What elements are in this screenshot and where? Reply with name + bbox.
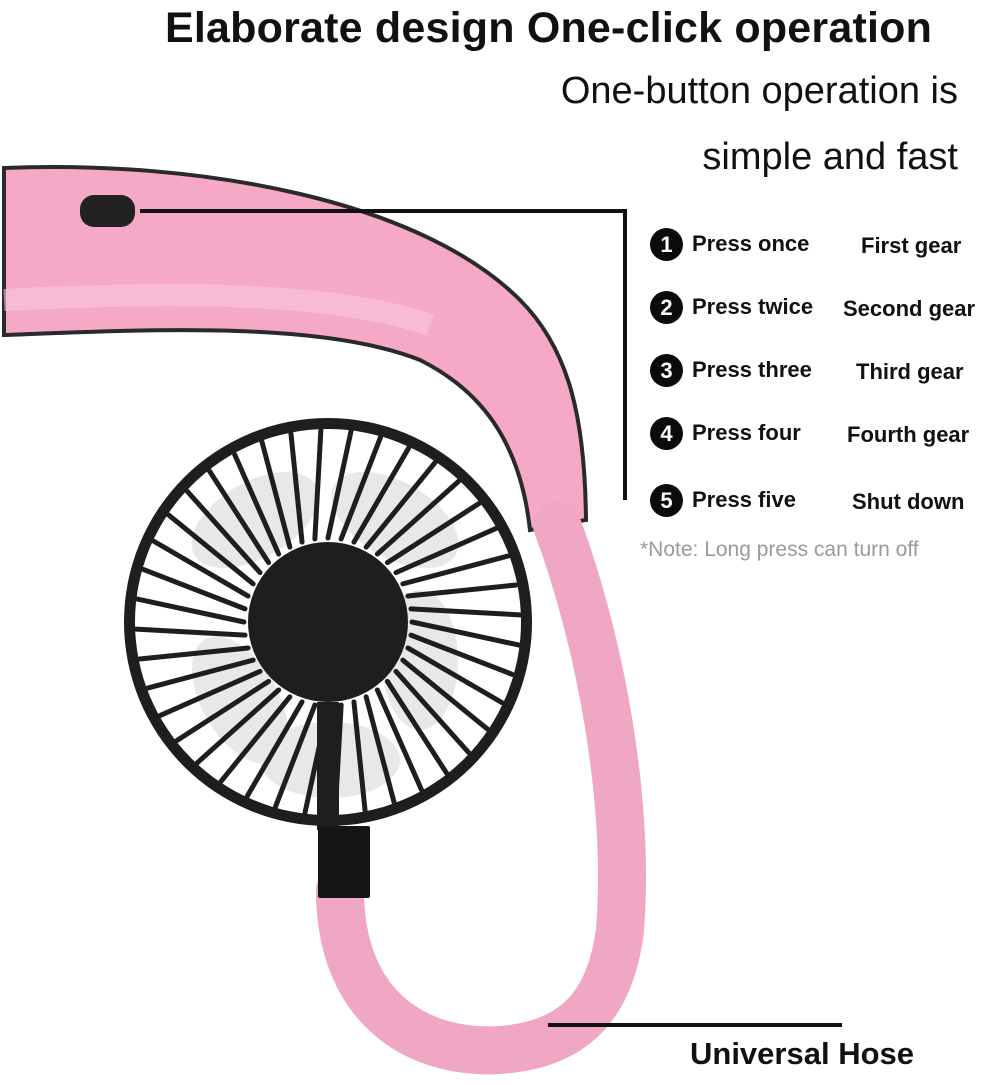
fan-grill-spoke bbox=[384, 678, 450, 776]
fan-grill-spoke bbox=[244, 699, 305, 799]
step-result-2: Second gear bbox=[843, 296, 976, 321]
fan-icon bbox=[124, 418, 532, 898]
note-text: *Note: Long press can turn off bbox=[640, 538, 919, 561]
step-number-2: 2 bbox=[650, 291, 683, 324]
fan-grill-spoke bbox=[194, 687, 282, 766]
fan-band-highlight bbox=[3, 284, 434, 336]
step-number-5: 5 bbox=[650, 484, 683, 517]
fan-grill-spoke bbox=[400, 553, 511, 587]
fan-grill-spoke bbox=[400, 657, 490, 732]
page-title: Elaborate design One-click operation bbox=[165, 4, 933, 52]
fan-grill-spoke bbox=[393, 668, 472, 756]
fan-grill-spoke bbox=[374, 478, 462, 557]
fan-band bbox=[2, 165, 589, 533]
fan-grill-spoke bbox=[325, 428, 354, 541]
fan-grill-spoke bbox=[140, 566, 248, 612]
fan-grill-spoke bbox=[408, 606, 523, 618]
fan-grill-spoke bbox=[218, 694, 293, 784]
step-row-3: 3 Press three Third gear bbox=[650, 352, 995, 392]
fan-grill-spoke bbox=[272, 702, 318, 810]
fan-grill-spoke bbox=[409, 619, 522, 648]
step-result-1: First gear bbox=[861, 233, 962, 258]
step-row-1: 1 Press once First gear bbox=[650, 226, 995, 266]
step-result-5: Shut down bbox=[852, 489, 965, 514]
fan-grill-spoke bbox=[405, 645, 505, 706]
step-result-4: Fourth gear bbox=[847, 422, 970, 447]
step-result-3: Third gear bbox=[856, 359, 964, 384]
step-action-1: Press once bbox=[692, 231, 810, 256]
subtitle-line-2: simple and fast bbox=[702, 136, 958, 178]
fan-grill-spoke bbox=[312, 427, 324, 542]
fan-grill-spoke bbox=[166, 512, 256, 587]
fan-grill-spoke bbox=[374, 687, 424, 793]
fan-grill-spoke bbox=[137, 645, 251, 662]
step-action-4: Press four bbox=[692, 420, 801, 445]
fan-grill-spoke bbox=[351, 445, 412, 545]
fan-grill-spoke bbox=[288, 431, 305, 545]
button-callout-line bbox=[140, 209, 627, 500]
step-row-4: 4 Press four Fourth gear bbox=[650, 415, 995, 455]
step-row-5: 5 Press five Shut down bbox=[650, 482, 995, 522]
step-action-3: Press three bbox=[692, 357, 812, 382]
step-action-5: Press five bbox=[692, 487, 796, 512]
fan-grill-spoke bbox=[351, 699, 368, 813]
step-number-4: 4 bbox=[650, 417, 683, 450]
fan-grill-spoke bbox=[393, 526, 499, 576]
fan-grill-spoke bbox=[363, 460, 438, 550]
fan-grill-spoke bbox=[232, 451, 282, 557]
universal-hose bbox=[316, 501, 646, 1075]
fan-grill-spoke bbox=[174, 678, 272, 744]
step-action-2: Press twice bbox=[692, 294, 814, 319]
fan-grill-spoke bbox=[408, 632, 516, 678]
power-button-icon bbox=[80, 195, 135, 227]
step-row-2: 2 Press twice Second gear bbox=[650, 289, 995, 329]
fan-grill-spoke bbox=[157, 668, 263, 718]
fan-grill-spoke bbox=[133, 626, 248, 638]
step-number-1: 1 bbox=[650, 228, 683, 261]
fan-grill-spoke bbox=[384, 500, 482, 566]
fan-grill-spoke bbox=[134, 596, 247, 625]
fan-grill-spoke bbox=[405, 582, 519, 599]
fan-grill-spoke bbox=[338, 434, 384, 542]
fan-grill-spoke bbox=[184, 488, 263, 576]
fan-grill-spoke bbox=[151, 538, 251, 599]
subtitle-line-1: One-button operation is bbox=[560, 70, 958, 112]
fan-grill-spoke bbox=[206, 468, 272, 566]
fan-grill-spoke bbox=[363, 694, 397, 805]
fan-grill-spoke bbox=[145, 657, 256, 691]
fan-grill-spoke bbox=[259, 439, 293, 550]
step-number-3: 3 bbox=[650, 354, 683, 387]
hose-label: Universal Hose bbox=[690, 1036, 914, 1071]
